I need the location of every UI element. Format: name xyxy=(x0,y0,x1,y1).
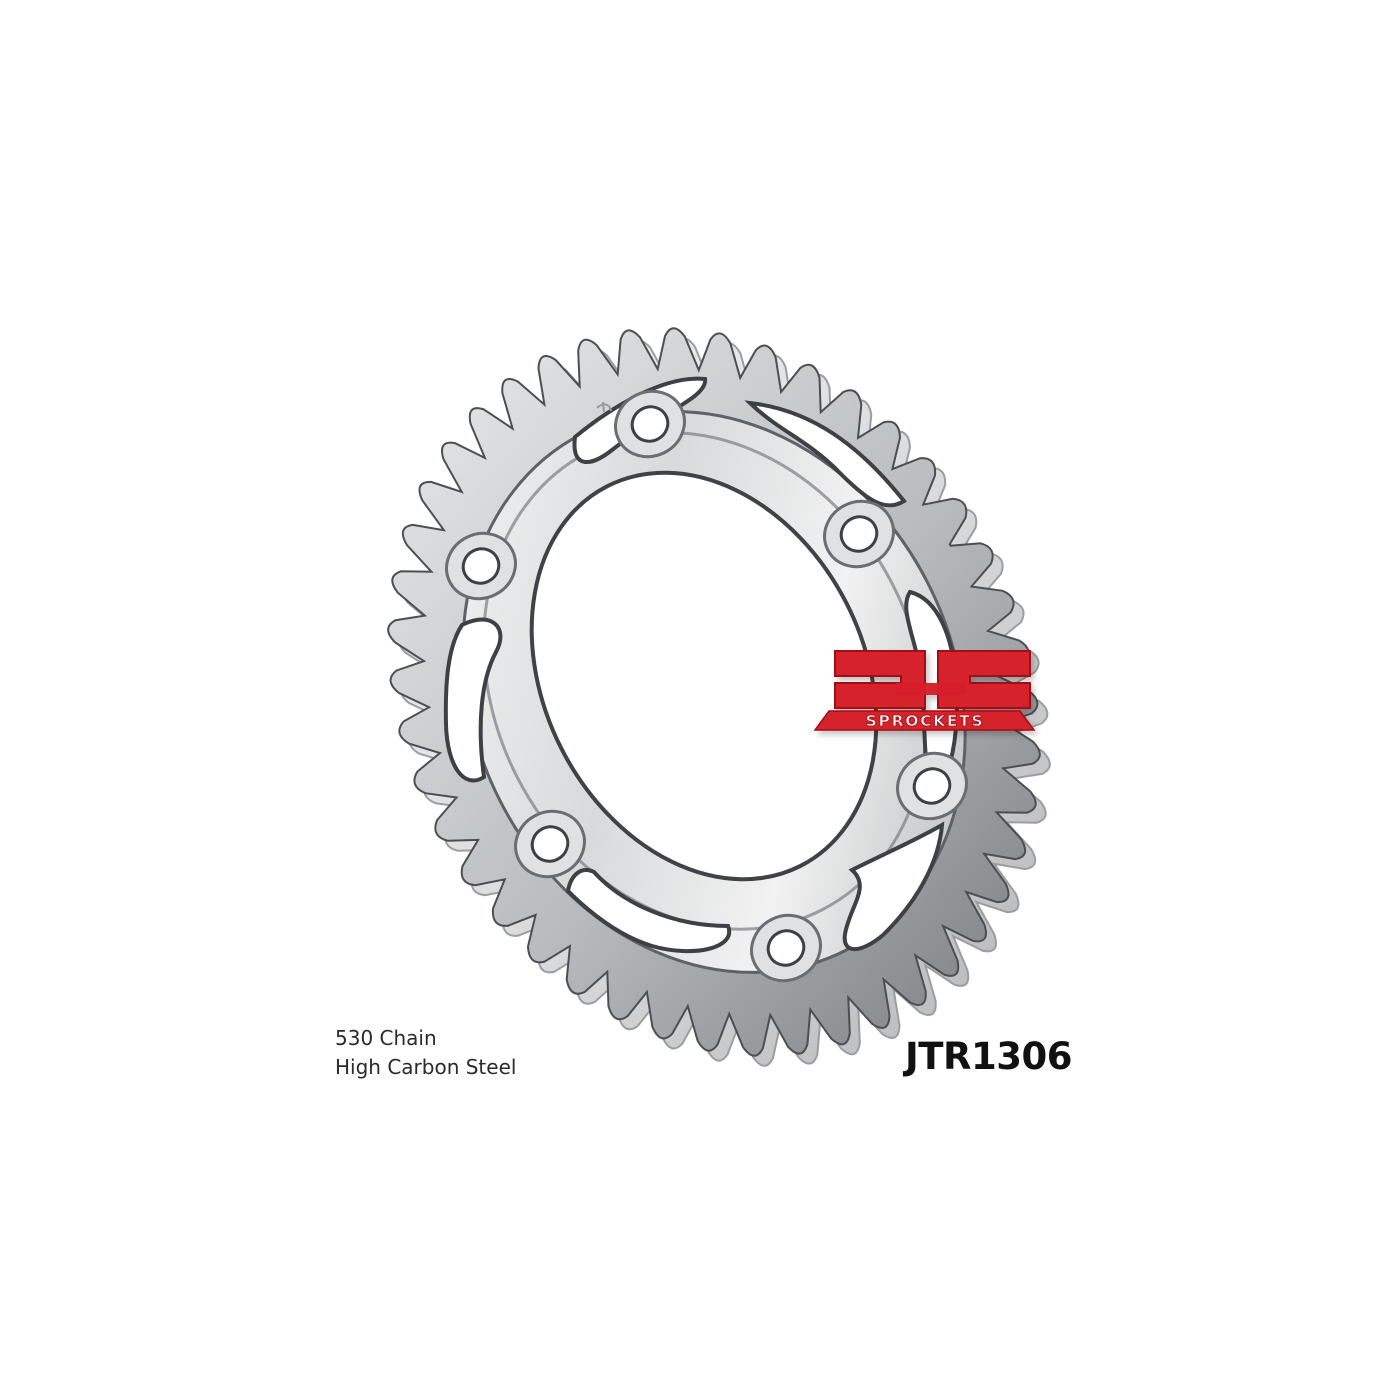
red-guide-lines xyxy=(300,641,1101,741)
material-spec: High Carbon Steel xyxy=(335,1055,517,1079)
bolt-hole xyxy=(614,389,686,459)
lightening-slot xyxy=(744,400,907,508)
sprocket-body xyxy=(387,327,1041,1057)
jt-sprockets-logo: SPROCKETS xyxy=(813,650,1036,731)
logo-cutout-bridge xyxy=(896,683,966,695)
lightening-slot xyxy=(565,868,732,954)
part-number: JTR1306 xyxy=(905,1035,1072,1078)
product-specifications: 530 Chain High Carbon Steel xyxy=(335,1024,516,1082)
bolt-hole xyxy=(445,531,517,601)
logo-sprockets-banner xyxy=(813,710,1036,731)
lightening-slot xyxy=(842,821,945,952)
bolt-hole xyxy=(514,809,586,879)
bolt-hole xyxy=(896,751,968,821)
top-stamp-mark xyxy=(596,401,612,413)
logo-sprockets-word: SPROCKETS xyxy=(866,712,985,730)
lightening-slot xyxy=(443,617,503,783)
bolt-hole xyxy=(823,499,895,569)
bolt-hole xyxy=(750,913,822,983)
chain-size-spec: 530 Chain xyxy=(335,1026,437,1050)
bolt-holes xyxy=(445,389,968,983)
center-opening xyxy=(529,470,879,882)
